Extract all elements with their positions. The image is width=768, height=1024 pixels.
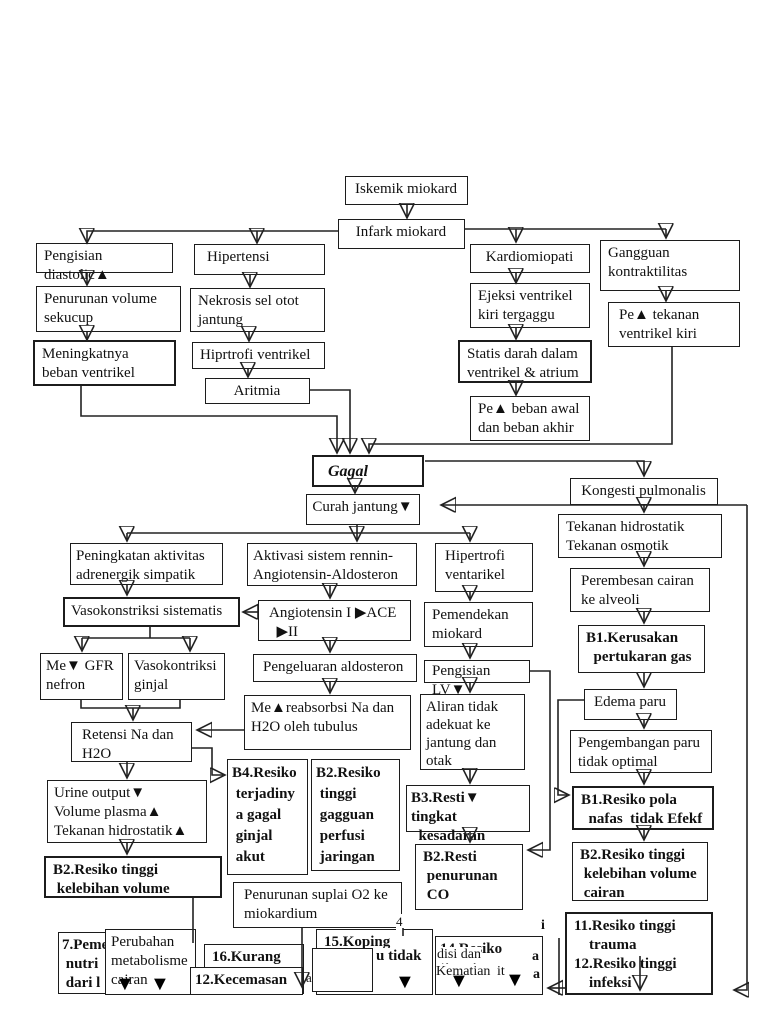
node-hipertensi: Hipertensi [194, 244, 325, 275]
node-ejeksi-ventrikel: Ejeksi ventrikel kiri tergaggu [470, 283, 590, 328]
node-pe-beban-awal: Pe▲ beban awal dan beban akhir [470, 396, 590, 441]
node-aliran-tidak-adekuat: Aliran tidak adekuat ke jantung dan otak [420, 694, 525, 770]
node-vasokontriksi-ginjal: Vasokontriksi ginjal [128, 653, 225, 700]
node-aktivasi-rennin: Aktivasi sistem rennin- Angiotensin-Aldo… [247, 543, 417, 586]
node-penurunan-volume-sekucup: Penurunan volume sekucup [36, 286, 181, 332]
node-curah-jantung: Curah jantung▼ [306, 494, 420, 525]
fragment-kematian: Kematian [436, 964, 491, 980]
node-edema-paru: Edema paru [584, 689, 677, 720]
node-tekanan-hidrostatik: Tekanan hidrostatik Tekanan osmotik [558, 514, 722, 558]
node-b1-kerusakan-pertukaran-gas: B1.Kerusakan pertukaran gas [578, 625, 705, 673]
node-pe-tekanan-ventrikel: Pe▲ tekanan ventrikel kiri [608, 302, 740, 347]
node-statis-darah: Statis darah dalam ventrikel & atrium [458, 340, 592, 383]
node-me-gfr-nefron: Me▼ GFR nefron [40, 653, 123, 700]
node-hipertrofi-ventarikel: Hipertrofi ventarikel [435, 543, 533, 592]
node-b2-resiko-kelebihan-cairan: B2.Resiko tinggi kelebihan volume cairan [572, 842, 708, 901]
node-angiotensin-ace: Angiotensin I ▶ACE ▶II [258, 600, 411, 641]
fragment-a: a [533, 967, 540, 983]
node-vasokonstriksi-sistematis: Vasokonstriksi sistematis [63, 597, 240, 627]
node-b2-resti-penurunan-co: B2.Resti penurunan CO [415, 844, 523, 910]
node-hidden-box [312, 948, 373, 992]
node-pengeluaran-aldosteron: Pengeluaran aldosteron [253, 654, 417, 682]
arrow-down-icon: ▼ [449, 970, 469, 992]
node-b1-resiko-pola-nafas: B1.Resiko pola nafas tidak Efekf [572, 786, 714, 830]
node-resiko-trauma-infeksi: 11.Resiko tinggi trauma 12.Resiko tinggi… [565, 912, 713, 995]
node-gangguan-kontraktilitas: Gangguan kontraktilitas [600, 240, 740, 291]
arrow-down-icon: ▼ [150, 973, 170, 995]
node-gagal: Gagal [312, 455, 424, 487]
node-b2-gagguan-perfusi: B2.Resiko tinggi gagguan perfusi jaringa… [311, 759, 400, 871]
node-pemendekan-miokard: Pemendekan miokard [424, 602, 533, 647]
node-kongesti-pulmonalis: Kongesti pulmonalis [570, 478, 718, 505]
fragment-i: i [541, 918, 545, 934]
node-pengisian-lv: Pengisian LV▼ [424, 660, 530, 698]
fragment-a: a [306, 970, 312, 986]
node-nekrosis-sel-otot: Nekrosis sel otot jantung [190, 288, 325, 332]
node-b4-resiko-gagal-ginjal: B4.Resiko terjadiny a gagal ginjal akut [227, 759, 308, 875]
fragment-u-tidak: u tidak [376, 948, 422, 964]
node-penurunan-suplai-o2: Penurunan suplai O2 ke miokardium [233, 882, 402, 928]
node-aritmia: Aritmia [205, 378, 310, 404]
fragment-it: it [497, 964, 505, 980]
node-perembesan-cairan: Perembesan cairan ke alveoli [570, 568, 710, 612]
node-perubahan-metabolisme: Perubahan metabolisme cairan [105, 929, 196, 995]
fragment-a: a [532, 949, 539, 965]
node-peningkatan-aktivitas: Peningkatan aktivitas adrenergik simpati… [70, 543, 223, 585]
node-b3-resti-kesadaran: B3.Resti▼ tingkat kesadaran [406, 785, 530, 844]
node-kecemasan: 12.Kecemasan [190, 967, 303, 995]
node-pengisian-diastolic: Pengisian diastolic▲ [36, 243, 173, 283]
arrow-down-icon: ▼ [505, 969, 525, 991]
fragment-disi-dan: disi dan [437, 947, 481, 963]
node-pengembangan-paru: Pengembangan paru tidak optimal [570, 730, 712, 773]
node-kardiomiopati: Kardiomiopati [470, 244, 590, 273]
node-retensi-na-h2o: Retensi Na dan H2O [71, 722, 192, 762]
node-meningkatnya-beban: Meningkatnya beban ventrikel [33, 340, 176, 386]
fragment-page-number: 4 [396, 914, 403, 930]
arrow-down-icon: ▼ [115, 973, 135, 995]
node-infark-miokard: Infark miokard [338, 219, 465, 249]
arrow-down-icon: ▼ [395, 971, 415, 993]
node-urine-output: Urine output▼ Volume plasma▲ Tekanan hid… [47, 780, 207, 843]
node-iskemik-miokard: Iskemik miokard [345, 176, 468, 205]
node-me-reabsorbsi: Me▲reabsorbsi Na dan H2O oleh tubulus [244, 695, 411, 750]
node-hiprtrofi-ventrikel: Hiprtrofi ventrikel [192, 342, 325, 369]
node-b2-resiko-kelebihan-volume: B2.Resiko tinggi kelebihan volume [44, 856, 222, 898]
